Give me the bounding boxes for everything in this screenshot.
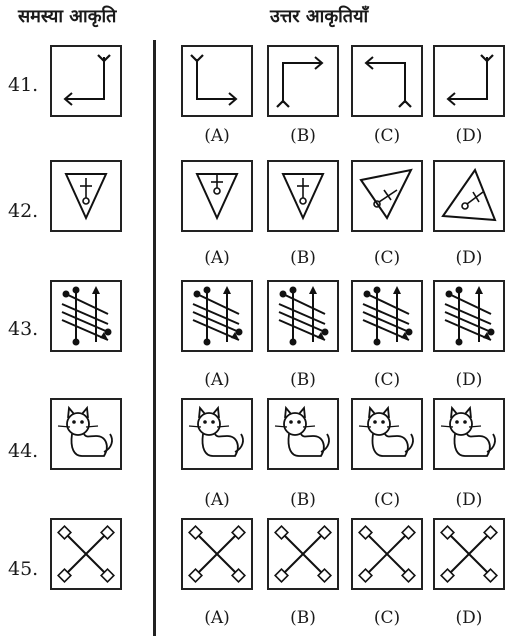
answer-figure-c[interactable] [351,398,423,470]
question-number: 42. [8,200,38,222]
answer-figure-b[interactable] [267,280,339,352]
question-number: 41. [8,74,38,96]
option-label-a: (A) [181,608,253,628]
option-label-c: (C) [351,248,423,268]
problem-figure [50,280,122,352]
option-label-d: (D) [433,248,505,268]
question-number: 45. [8,558,38,580]
question-number: 44. [8,440,38,462]
option-label-d: (D) [433,490,505,510]
option-label-c: (C) [351,370,423,390]
option-label-b: (B) [267,248,339,268]
option-label-a: (A) [181,370,253,390]
answer-figure-c[interactable] [351,518,423,590]
answer-figure-a[interactable] [181,518,253,590]
answer-figure-d[interactable] [433,398,505,470]
problem-figure [50,518,122,590]
option-label-d: (D) [433,370,505,390]
answer-figure-b[interactable] [267,45,339,117]
column-divider [153,40,156,636]
answer-figure-c[interactable] [351,45,423,117]
answer-figure-d[interactable] [433,518,505,590]
problem-figure-heading: समस्या आकृति [18,4,116,28]
option-label-c: (C) [351,126,423,146]
answer-figure-b[interactable] [267,398,339,470]
option-label-d: (D) [433,608,505,628]
option-label-c: (C) [351,490,423,510]
option-label-b: (B) [267,608,339,628]
option-label-c: (C) [351,608,423,628]
answer-figure-d[interactable] [433,280,505,352]
answer-figure-d[interactable] [433,45,505,117]
option-label-b: (B) [267,490,339,510]
answer-figure-c[interactable] [351,280,423,352]
answer-figure-b[interactable] [267,518,339,590]
answer-figure-a[interactable] [181,398,253,470]
answer-figure-b[interactable] [267,160,339,232]
question-number: 43. [8,318,38,340]
option-label-b: (B) [267,126,339,146]
answer-figure-c[interactable] [351,160,423,232]
problem-figure [50,398,122,470]
answer-figure-a[interactable] [181,280,253,352]
answer-figure-a[interactable] [181,45,253,117]
problem-figure [50,45,122,117]
answer-figures-heading: उत्तर आकृतियाँ [270,4,368,28]
option-label-a: (A) [181,126,253,146]
option-label-a: (A) [181,248,253,268]
option-label-a: (A) [181,490,253,510]
answer-figure-d[interactable] [433,160,505,232]
problem-figure [50,160,122,232]
answer-figure-a[interactable] [181,160,253,232]
option-label-b: (B) [267,370,339,390]
option-label-d: (D) [433,126,505,146]
